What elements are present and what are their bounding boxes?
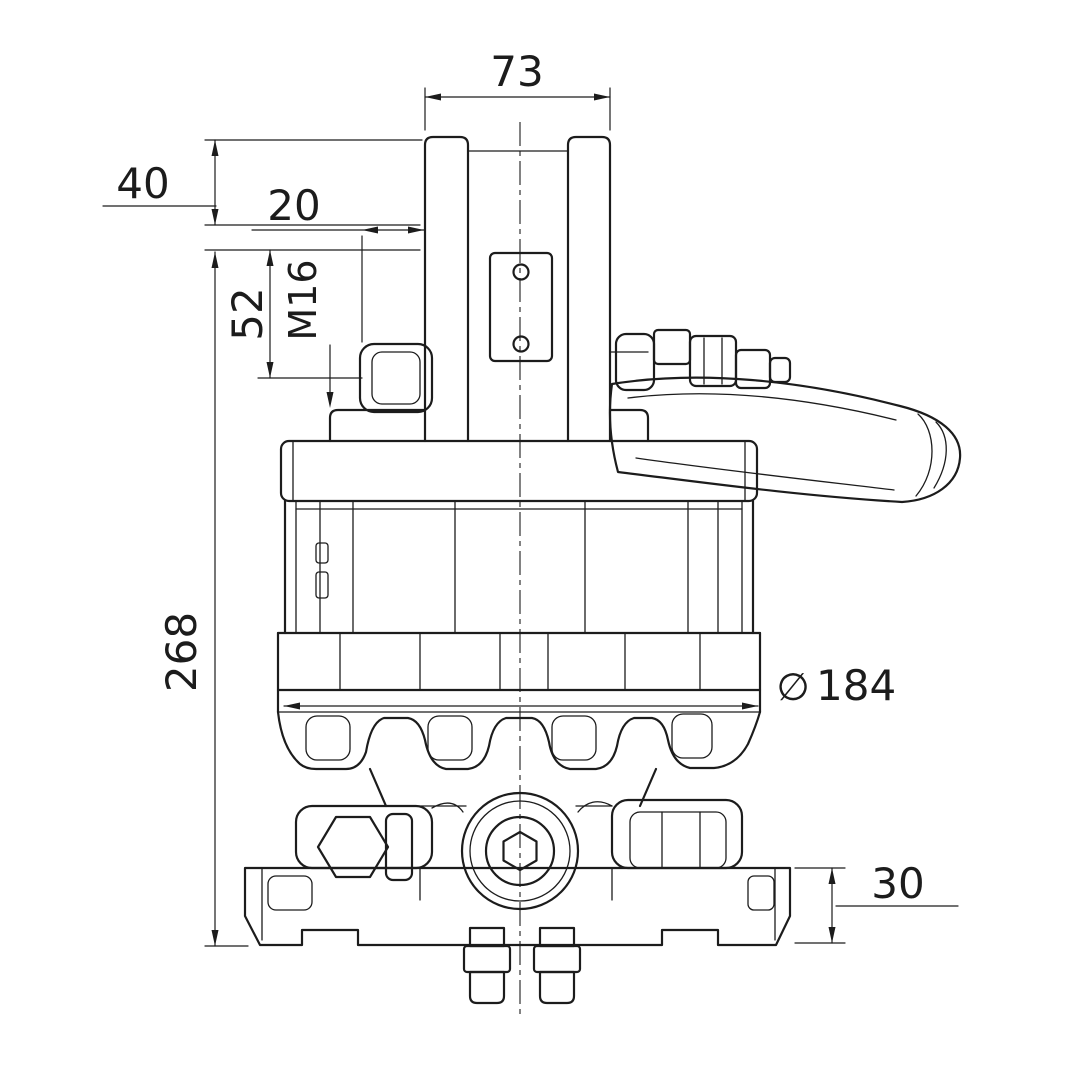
dim-label-pin-offset: 20 [267,181,320,230]
top-clevis [328,135,650,443]
dim-label-thread: M16 [281,259,325,340]
dim-label-base-height: 30 [871,859,924,908]
dim-label-top-width: 73 [490,47,543,96]
lower-flange [276,631,762,771]
dim-label-side-offset: 52 [223,287,272,340]
dimension-pin-offset: 20 [251,181,425,343]
dimension-overall-height: 268 [157,249,421,947]
diameter-symbol-icon: ∅ [776,665,809,709]
neck [368,767,658,808]
dim-label-upper-offset: 40 [116,159,169,208]
top-flange [279,439,759,503]
dim-label-flange-diameter: 184 [816,661,896,710]
dimension-flange-diameter: ∅ 184 [283,661,896,710]
hydraulic-fittings [609,328,792,392]
dim-label-overall-height: 268 [157,612,206,692]
m16-lug-boss [358,342,434,414]
dimension-upper-offset: 40 [102,139,423,226]
base-plate [243,866,792,947]
dimension-thread-callout: M16 [281,259,334,408]
dimension-top-width: 73 [424,47,611,131]
shaft-assembly [294,791,744,911]
bottom-bolts [462,926,582,1005]
side-arm [608,376,962,504]
cylinder-body [283,499,755,635]
dimension-base-height: 30 [794,859,959,944]
dimension-side-offset: 52 [223,249,363,379]
